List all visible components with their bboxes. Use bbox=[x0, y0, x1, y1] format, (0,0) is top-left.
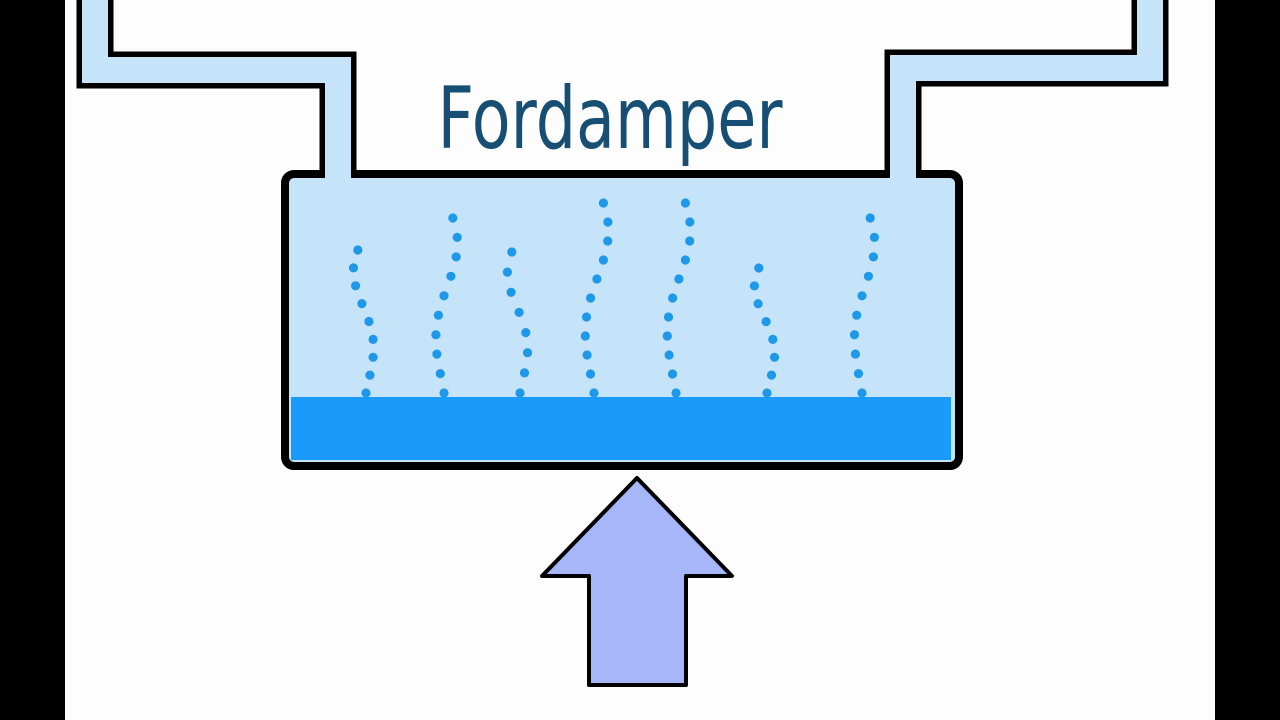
vapor-bubble bbox=[365, 370, 375, 380]
vapor-bubble bbox=[671, 388, 681, 398]
vapor-bubble bbox=[664, 350, 674, 360]
vapor-bubble bbox=[749, 281, 760, 291]
right-letterbox-bar bbox=[1215, 0, 1280, 720]
vapor-bubble bbox=[662, 331, 672, 341]
vapor-bubble bbox=[762, 388, 772, 398]
heat-arrow-icon bbox=[540, 476, 734, 687]
vapor-bubble bbox=[514, 307, 524, 317]
vapor-bubble bbox=[766, 370, 777, 380]
vapor-bubble bbox=[452, 232, 462, 242]
vapor-bubble bbox=[753, 299, 763, 309]
vapor-bubble bbox=[432, 349, 442, 359]
vapor-bubble bbox=[353, 245, 363, 255]
vapor-bubble bbox=[685, 236, 695, 246]
vapor-bubble bbox=[446, 271, 456, 281]
evaporator-tank bbox=[281, 168, 963, 470]
vapor-bubble bbox=[586, 293, 596, 303]
vapor-bubble bbox=[768, 334, 778, 344]
left-pipe-opening bbox=[325, 168, 351, 182]
vapor-bubble bbox=[598, 255, 609, 265]
vapor-bubble bbox=[603, 217, 613, 227]
vapor-bubble bbox=[580, 331, 590, 341]
vapor-bubble bbox=[364, 316, 374, 327]
vapor-bubble bbox=[857, 291, 867, 301]
vapor-bubble bbox=[680, 198, 691, 208]
vapor-bubble bbox=[853, 369, 864, 379]
vapor-bubble bbox=[519, 368, 530, 378]
vapor-bubble bbox=[506, 287, 516, 297]
vapor-bubble bbox=[668, 293, 678, 303]
vapor-bubble bbox=[368, 334, 378, 344]
vapor-bubble bbox=[581, 312, 592, 322]
vapor-bubbles-icon bbox=[348, 198, 880, 398]
vapor-bubble bbox=[868, 252, 879, 262]
vapor-bubble bbox=[769, 352, 780, 362]
vapor-bubble bbox=[598, 198, 609, 208]
vapor-bubble bbox=[448, 213, 458, 223]
vapor-bubble bbox=[348, 263, 359, 273]
vapor-bubble bbox=[754, 263, 764, 273]
vapor-bubble bbox=[361, 388, 371, 398]
vapor-bubble bbox=[451, 252, 461, 262]
vapor-bubble bbox=[507, 247, 517, 257]
vapor-bubble bbox=[663, 312, 674, 322]
vapor-bubble bbox=[502, 267, 512, 277]
vapor-bubble bbox=[869, 232, 880, 242]
diagram-title: Fordamper bbox=[438, 69, 783, 169]
vapor-bubble bbox=[357, 299, 367, 309]
vapor-bubble bbox=[589, 388, 599, 398]
vapor-bubble bbox=[521, 328, 531, 338]
right-pipe bbox=[884, 0, 1169, 185]
vapor-bubble bbox=[351, 281, 361, 291]
vapor-bubble bbox=[667, 369, 678, 379]
vapor-bubble bbox=[857, 388, 867, 398]
left-pipe bbox=[76, 0, 357, 185]
vapor-bubble bbox=[592, 274, 602, 284]
vapor-bubble bbox=[685, 217, 695, 227]
vapor-bubble bbox=[439, 291, 449, 301]
vapor-bubble bbox=[433, 310, 443, 320]
vapor-bubble bbox=[674, 274, 684, 284]
vapor-bubble bbox=[603, 236, 613, 246]
vapor-bubble bbox=[439, 388, 449, 398]
vapor-bubble bbox=[431, 330, 441, 340]
right-pipe-opening bbox=[890, 168, 916, 182]
vapor-bubble bbox=[865, 213, 875, 223]
vapor-bubble bbox=[582, 350, 592, 360]
vapor-bubble bbox=[515, 388, 525, 398]
left-letterbox-bar bbox=[0, 0, 65, 720]
vapor-bubble bbox=[850, 349, 861, 359]
vapor-bubble bbox=[585, 369, 596, 379]
vapor-bubble bbox=[852, 310, 862, 320]
vapor-bubble bbox=[863, 271, 874, 281]
liquid-layer bbox=[291, 397, 951, 460]
vapor-bubble bbox=[522, 348, 533, 358]
vapor-bubble bbox=[849, 330, 860, 340]
vapor-bubble bbox=[435, 369, 445, 379]
vapor-bubble bbox=[368, 352, 378, 362]
vapor-bubble bbox=[761, 317, 771, 327]
vapor-bubble bbox=[680, 255, 691, 265]
